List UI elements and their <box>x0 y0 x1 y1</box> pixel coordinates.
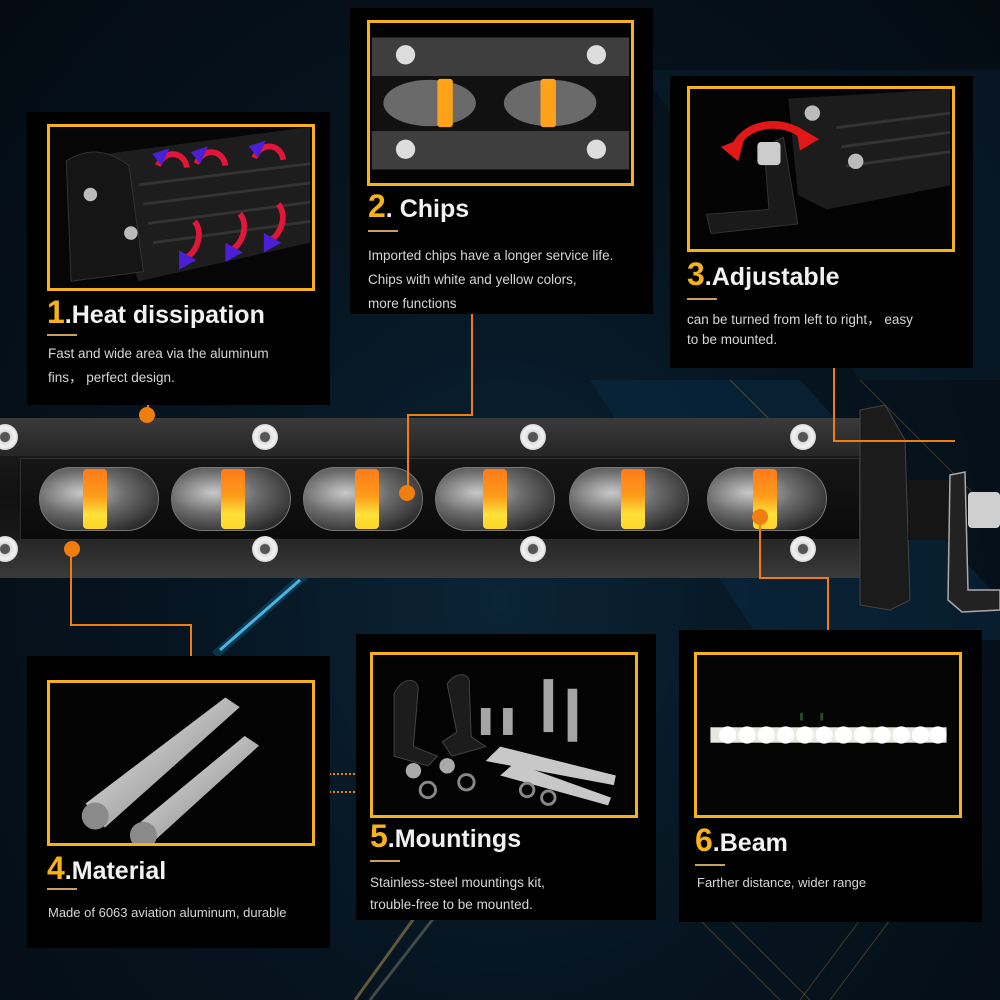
feature-image-frame <box>687 86 955 252</box>
heat-dissipation-image <box>51 127 311 288</box>
mountings-image <box>374 655 634 815</box>
connector-line-2 <box>471 295 473 415</box>
connector-line-2 <box>407 414 409 490</box>
screw <box>0 424 18 450</box>
feature-title: 5.Mountings <box>370 818 522 854</box>
feature-title: 1.Heat dissipation <box>47 294 265 330</box>
connector-line-6 <box>827 577 829 639</box>
feature-panel-adjustable: 3.Adjustable can be turned from left to … <box>670 76 973 368</box>
beam-image <box>698 655 958 815</box>
feature-title: 2. Chips <box>368 188 470 224</box>
feature-title: 6.Beam <box>695 822 788 858</box>
adjustable-image <box>691 89 951 249</box>
led-chip <box>621 469 645 529</box>
material-image <box>51 683 311 843</box>
connector-line-2 <box>407 414 473 416</box>
feature-description: Made of 6063 aviation aluminum, durable <box>48 905 287 920</box>
end-cap-bracket <box>859 404 1000 613</box>
feature-title: 4.Material <box>47 850 167 886</box>
feature-image-frame <box>694 652 962 818</box>
title-underline <box>47 888 77 890</box>
feature-image-frame <box>47 680 315 846</box>
title-underline <box>368 230 398 232</box>
bottom-rail <box>0 540 870 578</box>
led-chip <box>83 469 107 529</box>
feature-number: 1 <box>47 294 65 330</box>
led-chip <box>355 469 379 529</box>
feature-number: 2 <box>368 188 386 224</box>
connector-dot-1 <box>139 407 155 423</box>
top-rail <box>0 418 870 456</box>
connector-line-6 <box>759 577 829 579</box>
screw <box>252 424 278 450</box>
lens-window <box>20 458 860 540</box>
feature-number: 4 <box>47 850 65 886</box>
feature-title: 3.Adjustable <box>687 256 840 292</box>
feature-number: 3 <box>687 256 705 292</box>
feature-image-frame <box>367 20 634 186</box>
screw <box>520 536 546 562</box>
feature-description: Fast and wide area via the aluminum fins… <box>48 346 269 385</box>
feature-panel-chips: 2. Chips Imported chips have a longer se… <box>350 8 653 314</box>
connector-dot-4 <box>64 541 80 557</box>
feature-image-frame <box>370 652 638 818</box>
title-underline <box>370 860 400 862</box>
connector-line-6 <box>759 520 761 578</box>
connector-line-3 <box>833 440 955 442</box>
feature-description: Imported chips have a longer service lif… <box>368 248 614 311</box>
feature-number: 5 <box>370 818 388 854</box>
led-chip <box>483 469 507 529</box>
title-underline <box>687 298 717 300</box>
connector-line-3 <box>833 355 835 441</box>
connector-line-4 <box>70 555 72 625</box>
light-bar-product <box>0 418 870 578</box>
feature-description: Farther distance, wider range <box>697 875 867 890</box>
feature-panel-heat-dissipation: 1.Heat dissipation Fast and wide area vi… <box>27 112 330 405</box>
feature-panel-mountings: 5.Mountings Stainless-steel mountings ki… <box>356 634 656 920</box>
screw <box>790 424 816 450</box>
connector-line-4 <box>70 624 192 626</box>
screw <box>790 536 816 562</box>
dotted-connector <box>325 773 363 775</box>
feature-number: 6 <box>695 822 713 858</box>
feature-panel-material: 4.Material Made of 6063 aviation aluminu… <box>27 656 330 948</box>
connector-line-4 <box>190 624 192 670</box>
screw <box>0 536 18 562</box>
connector-dot-6 <box>752 509 768 525</box>
led-chip <box>221 469 245 529</box>
screw <box>252 536 278 562</box>
feature-image-frame <box>47 124 315 291</box>
feature-description: Stainless-steel mountings kit, trouble-f… <box>370 875 545 912</box>
connector-dot-2 <box>399 485 415 501</box>
title-underline <box>47 334 77 336</box>
chips-image <box>371 23 630 183</box>
screw <box>520 424 546 450</box>
dotted-connector <box>325 791 363 793</box>
title-underline <box>695 864 725 866</box>
feature-description: can be turned from left to right， easy t… <box>687 312 913 347</box>
feature-panel-beam: 6.Beam Farther distance, wider range <box>679 630 982 922</box>
